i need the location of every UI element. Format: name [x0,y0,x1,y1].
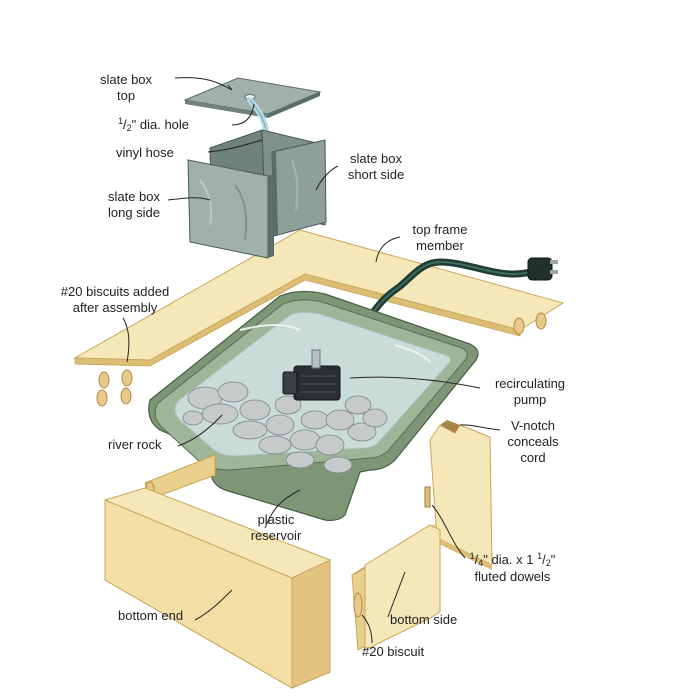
label-short-side-line2: short side [347,167,405,182]
label-vinyl-hose: vinyl hose [116,145,174,160]
biscuit [96,389,108,407]
label-biscuits-added: #20 biscuits added after assembly [40,284,190,316]
label-top-frame-line2: member [416,238,464,253]
rock [232,420,268,440]
plug [527,257,558,281]
label-dowels-mid: " dia. x 1 [483,552,538,567]
label-plastic-reservoir: plastic reservoir [236,512,316,544]
fraction-denominator: 2 [126,123,132,133]
dowel [424,486,431,508]
fraction-numerator: 1 [537,551,543,561]
rock [289,429,321,451]
rock [182,410,204,426]
label-pump-line1: recirculating [494,376,566,391]
rock [274,395,302,415]
label-fluted-dowels: 1/4" dia. x 1 1/2" fluted dowels [455,551,570,585]
rock [315,434,345,456]
rock [344,395,372,415]
fraction-numerator: 1 [469,551,475,561]
bottom-back-side [429,420,493,570]
rock [201,403,239,425]
bottom-side [351,524,441,651]
biscuit [120,387,132,405]
biscuit [535,312,547,330]
label-v-notch-line2: conceals [507,434,559,449]
label-slate-box-long-side: slate box long side [94,189,174,221]
slate-box-short-side [271,139,327,237]
slate-box [187,129,327,259]
label-half-inch-hole-text: " dia. hole [131,117,190,132]
slate-box-long-side [187,159,269,259]
label-slate-box-top-line1: slate box [100,72,153,87]
bottom-end [104,487,331,689]
rock [300,410,330,430]
label-dowels-line2: fluted dowels [474,569,551,584]
biscuit [98,371,110,389]
label-river-rock: river rock [108,437,162,452]
label-bottom-side: bottom side [390,612,458,627]
label-top-frame-member: top frame member [400,222,480,254]
label-slate-box-top-line2: top [116,88,136,103]
river-rocks [182,381,388,474]
rock [258,435,292,455]
biscuit [513,317,525,335]
rock [325,409,355,431]
top-frame [73,229,565,367]
label-slate-box-short-side: slate box short side [336,151,416,183]
top-frame-edge [74,273,521,367]
label-bottom-end: bottom end [118,608,184,623]
label-dowels-end: " [550,552,556,567]
label-v-notch: V-notch conceals cord [498,418,568,466]
rock [285,451,315,469]
rock [323,456,353,474]
fraction-denominator: 4 [478,558,484,568]
biscuit [121,369,133,387]
label-short-side-line1: slate box [349,151,403,166]
biscuit [353,592,363,618]
label-recirculating-pump: recirculating pump [480,376,580,408]
rock [347,422,377,442]
rock [362,408,388,428]
rock [265,414,295,436]
label-v-notch-line3: cord [520,450,546,465]
label-biscuits-line1: #20 biscuits added [60,284,170,299]
fraction-denominator: 2 [545,558,551,568]
label-long-side-line2: long side [107,205,161,220]
slate-box-top [183,77,322,118]
rock [239,399,271,421]
label-biscuit-20: #20 biscuit [362,644,425,659]
label-half-inch-hole: 1/2" dia. hole [118,116,190,133]
frame-biscuits [96,312,547,407]
label-pump-line2: pump [513,392,547,407]
label-dowels-line1: 1/4" dia. x 1 1/2" [469,551,556,568]
label-long-side-line1: slate box [107,189,161,204]
label-v-notch-line1: V-notch [510,418,556,433]
rock [217,381,249,403]
pump [282,349,341,401]
label-slate-box-top: slate box top [100,72,152,104]
label-reservoir-line2: reservoir [250,528,302,543]
label-reservoir-line1: plastic [257,512,295,527]
leader-lines [122,77,501,644]
label-biscuits-line2: after assembly [72,300,158,315]
label-top-frame-line1: top frame [412,222,468,237]
fraction-numerator: 1 [118,116,124,126]
